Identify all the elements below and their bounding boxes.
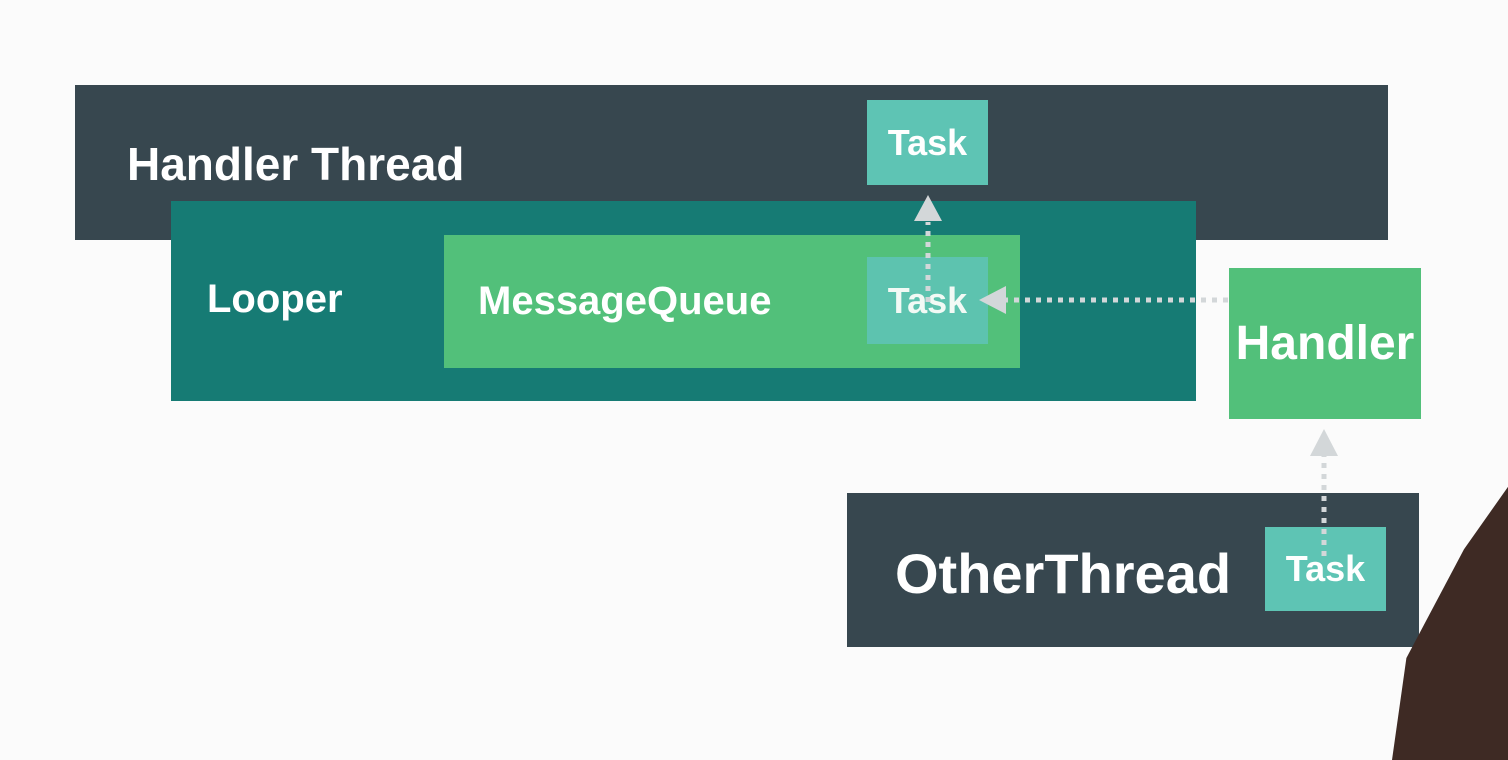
arrow-handler-to-queue (979, 286, 1228, 314)
handler-thread-label: Handler Thread (127, 138, 465, 190)
other-thread-label: OtherThread (895, 542, 1232, 605)
looper-label: Looper (207, 277, 343, 321)
arrows-layer (914, 195, 1338, 556)
handler-box: Handler (1229, 268, 1421, 419)
task-box-executing: Task (867, 100, 988, 185)
arrow-queue-to-executing (914, 195, 942, 302)
arrow-other-to-handler (1310, 429, 1338, 556)
task-box-queued: Task (867, 257, 988, 344)
message-queue-label: MessageQueue (478, 279, 772, 323)
